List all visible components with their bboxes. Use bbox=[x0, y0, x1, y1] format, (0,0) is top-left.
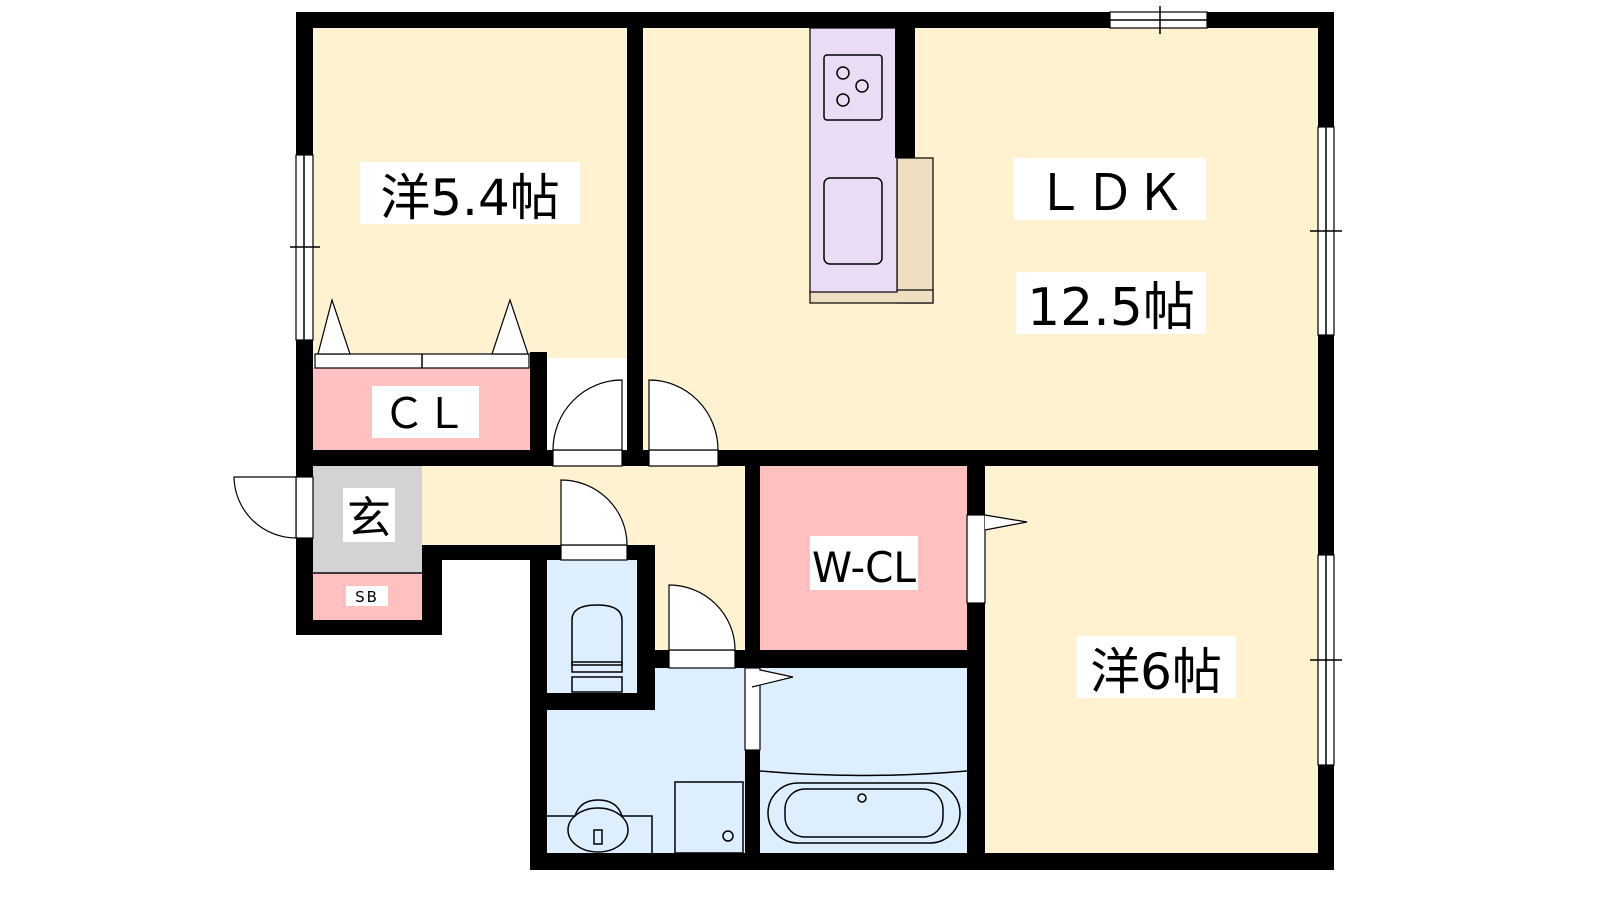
label-western-2: 洋6帖 bbox=[1077, 636, 1236, 701]
bathtub-icon bbox=[759, 770, 968, 844]
toilet-icon bbox=[571, 604, 623, 693]
room-label: ＣＬ bbox=[383, 389, 467, 438]
room-label: W-CL bbox=[812, 543, 917, 592]
label-western-1: 洋5.4帖 bbox=[360, 162, 580, 227]
doors bbox=[233, 297, 1028, 751]
room-label: 洋5.4帖 bbox=[380, 169, 560, 227]
washbasin-icon bbox=[547, 799, 653, 853]
windows bbox=[290, 6, 1342, 766]
room-ldk bbox=[643, 28, 1318, 450]
label-ldk: ＬＤＫ 12.5帖 bbox=[1014, 158, 1206, 338]
label-shoe-box: SB bbox=[346, 586, 388, 606]
room-label: ＬＤＫ bbox=[1035, 164, 1185, 222]
label-walk-in-closet: W-CL bbox=[810, 536, 918, 592]
room-label: 玄 bbox=[347, 493, 391, 544]
stove-icon bbox=[823, 54, 883, 121]
sink-icon bbox=[823, 177, 883, 265]
bathroom bbox=[760, 668, 967, 853]
label-entrance: 玄 bbox=[343, 488, 395, 544]
room-label: 洋6帖 bbox=[1090, 643, 1222, 701]
kitchen-unit bbox=[809, 27, 898, 293]
label-closet: ＣＬ bbox=[372, 386, 479, 438]
room-label: SB bbox=[355, 588, 379, 606]
kitchen-counter bbox=[896, 157, 934, 304]
room-size: 12.5帖 bbox=[1027, 278, 1195, 338]
